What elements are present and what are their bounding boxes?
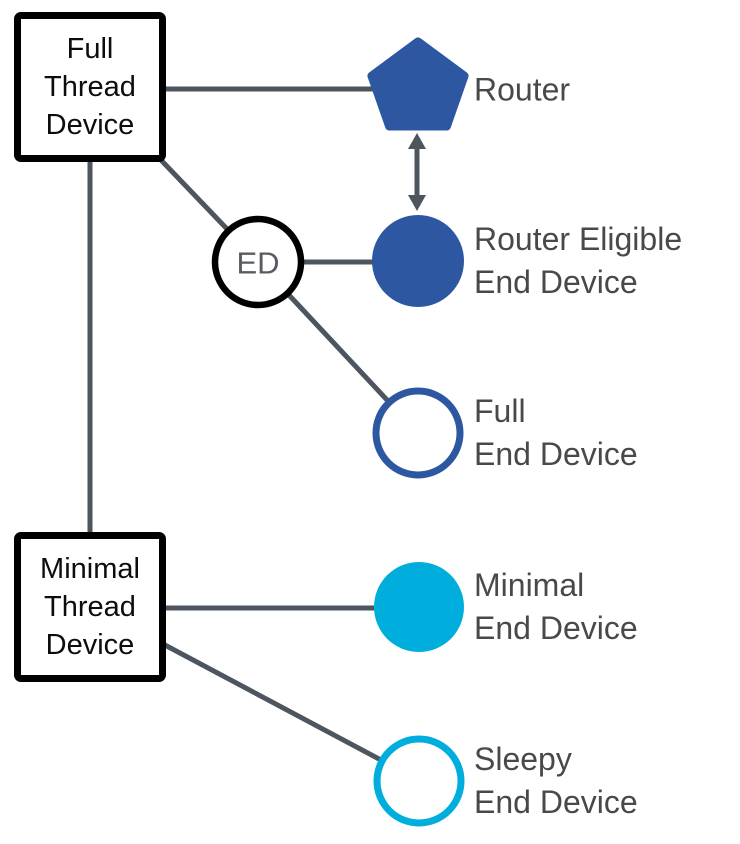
minimal-thread-device-label: Minimal Thread Device xyxy=(40,550,140,664)
ed-badge-label: ED xyxy=(236,245,280,281)
minimal-thread-device-line-1: Minimal xyxy=(40,553,140,585)
arrow-head-down-icon xyxy=(408,195,426,211)
full-thread-device-box: Full Thread Device xyxy=(14,12,166,162)
end-device-ed-circle-icon xyxy=(211,215,305,309)
sleepy-end-device-circle-icon xyxy=(373,735,465,827)
router-eligible-end-device-label: Router Eligible End Device xyxy=(474,218,682,304)
router-label-line-1: Router xyxy=(474,71,571,108)
arrow-shaft xyxy=(414,145,420,199)
full-end-device-circle-icon xyxy=(372,387,464,479)
connector-lines xyxy=(87,86,390,763)
sleepy-end-device-label: Sleepy End Device xyxy=(474,738,638,824)
full-thread-device-line-3: Device xyxy=(45,109,135,141)
router-pentagon-icon xyxy=(367,37,469,131)
sed-label-line-2: End Device xyxy=(474,784,638,820)
reed-label-line-2: End Device xyxy=(474,264,638,300)
full-end-device-label: Full End Device xyxy=(474,390,638,476)
fed-label-line-1: Full xyxy=(474,393,526,429)
router-eligible-end-device-circle-icon xyxy=(372,215,464,307)
fed-label-line-2: End Device xyxy=(474,436,638,472)
router-label: Router xyxy=(474,69,570,112)
med-label-line-2: End Device xyxy=(474,610,638,646)
minimal-end-device-circle-icon xyxy=(374,562,464,652)
med-label-line-1: Minimal xyxy=(474,567,585,603)
connector-mtd-sed xyxy=(161,641,383,763)
reed-label-line-1: Router Eligible xyxy=(474,221,683,257)
minimal-thread-device-box: Minimal Thread Device xyxy=(14,532,166,682)
connector-ftd-ed xyxy=(158,157,230,232)
full-thread-device-line-1: Full xyxy=(66,33,114,65)
connector-ed-fed xyxy=(286,292,390,403)
arrow-head-up-icon xyxy=(408,133,426,149)
minimal-thread-device-line-2: Thread xyxy=(44,591,136,623)
minimal-end-device-label: Minimal End Device xyxy=(474,564,638,650)
router-reed-arrow xyxy=(408,133,426,211)
full-thread-device-line-2: Thread xyxy=(44,71,136,103)
sed-label-line-1: Sleepy xyxy=(474,741,572,777)
minimal-thread-device-line-3: Device xyxy=(45,629,135,661)
full-thread-device-label: Full Thread Device xyxy=(44,30,136,144)
